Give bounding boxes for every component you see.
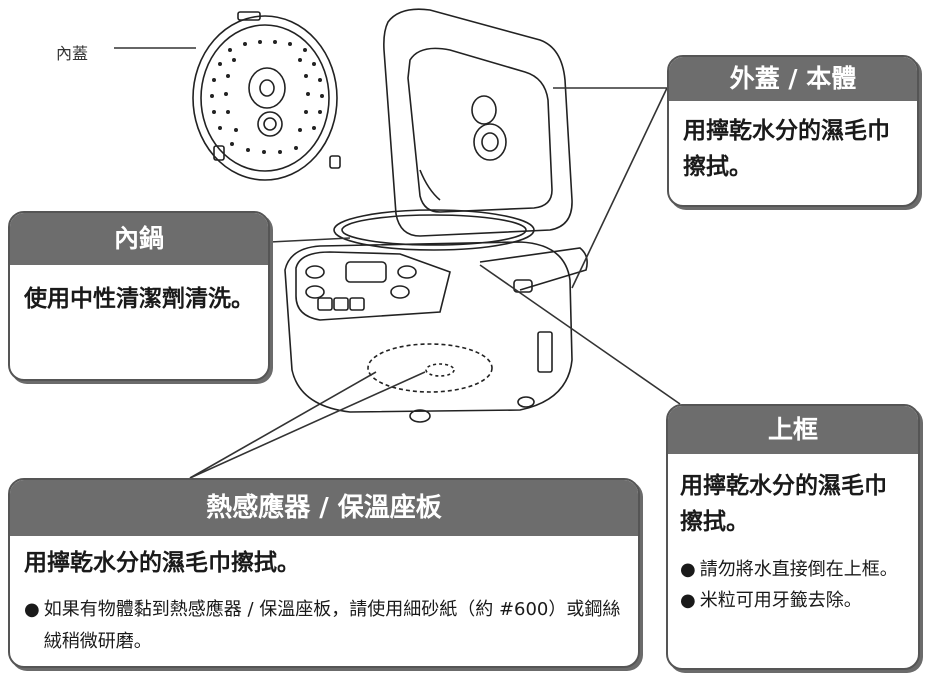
inner-pot-title: 內鍋 [10,213,268,265]
outer-lid-body-title: 外蓋 / 本體 [669,57,917,101]
inner-lid-drawing [192,11,341,181]
sensor-plate-title: 熱感應器 / 保溫座板 [10,480,638,536]
inner-pot-callout: 內鍋 使用中性清潔劑清洗。 [8,211,270,381]
outer-lid-body-text: 用擰乾水分的濕毛巾擦拭。 [683,118,890,180]
sensor-plate-callout: 熱感應器 / 保溫座板 用擰乾水分的濕毛巾擦拭。 ● 如果有物體黏到熱感應器 /… [8,478,640,668]
sensor-plate-text: 用擰乾水分的濕毛巾擦拭。 [24,550,300,576]
top-frame-note: ● 米粒可用牙籤去除。 [680,585,908,616]
top-frame-note: ● 請勿將水直接倒在上框。 [680,554,908,585]
inner-pot-text: 使用中性清潔劑清洗。 [24,286,254,312]
bullet-icon: ● [680,590,696,611]
outer-lid-body-callout: 外蓋 / 本體 用擰乾水分的濕毛巾擦拭。 [667,55,919,207]
inner-lid-label: 內蓋 [56,44,89,63]
inner-lid-holes [210,40,324,154]
top-frame-callout: 上框 用擰乾水分的濕毛巾擦拭。 ● 請勿將水直接倒在上框。 ● 米粒可用牙籤去除… [666,404,920,670]
bullet-icon: ● [680,559,696,580]
bullet-icon: ● [24,599,40,620]
sensor-plate-note: ● 如果有物體黏到熱感應器 / 保溫座板，請使用細砂紙（約 #600）或鋼絲絨稍… [24,594,624,658]
top-frame-text: 用擰乾水分的濕毛巾擦拭。 [680,473,887,535]
top-frame-title: 上框 [668,406,918,454]
